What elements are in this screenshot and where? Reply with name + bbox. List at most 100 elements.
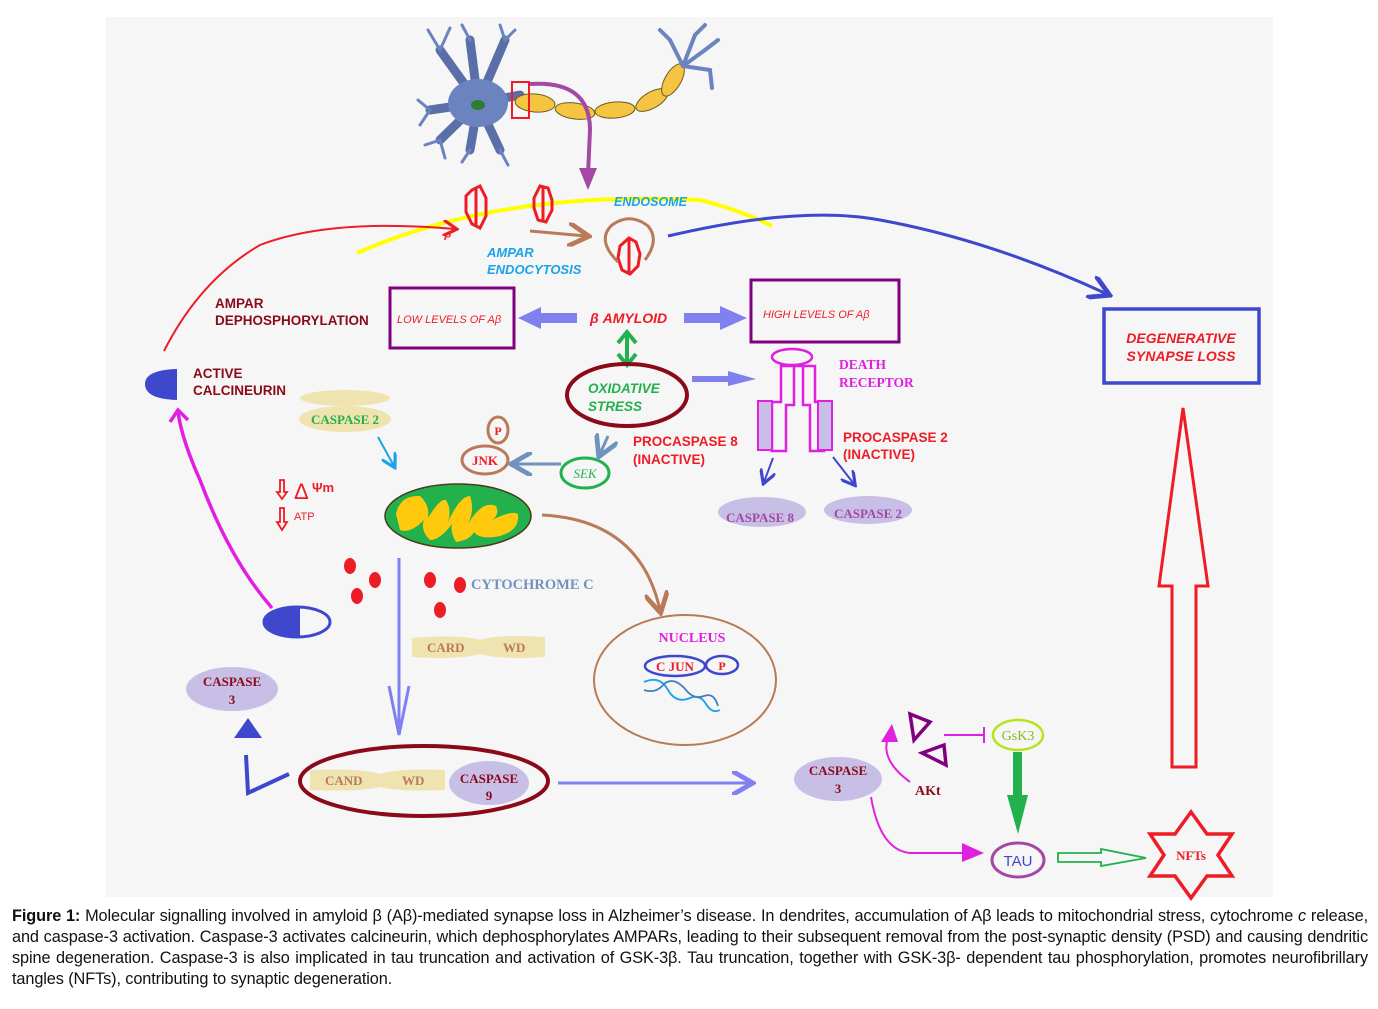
gsk3-ellipse xyxy=(991,718,1045,752)
caption-italic-c: c xyxy=(1298,907,1307,925)
degenerative-label-2: SYNAPSE LOSS xyxy=(1127,348,1237,364)
death-receptor-icon xyxy=(757,347,833,453)
to-caspase3-left-arrowhead xyxy=(234,718,262,738)
figure-caption: Figure 1: Molecular signalling involved … xyxy=(12,906,1368,990)
procaspase2-label-1: PROCASPASE 2 xyxy=(843,430,948,445)
to-high-levels-arrow xyxy=(684,306,747,330)
active-calcineurin-label-2: CALCINEURIN xyxy=(193,383,286,398)
high-levels-label: HIGH LEVELS OF Aβ xyxy=(763,309,870,321)
nfts-to-synapse-loss-arrow xyxy=(1157,407,1210,769)
delta-label: Δ xyxy=(294,479,309,504)
card-label: CARD xyxy=(427,640,465,655)
oxidative-to-sek-arrow xyxy=(600,436,608,454)
procaspase2-label-2: (INACTIVE) xyxy=(843,447,915,462)
ampar-receptor-icon xyxy=(464,183,642,276)
wd1-label: WD xyxy=(503,640,525,655)
caspase8-label: CASPASE 8 xyxy=(726,510,795,525)
double-arrow-icon xyxy=(616,328,638,369)
active-calcineurin-label-1: ACTIVE xyxy=(193,366,243,381)
gsk3-label: GsK3 xyxy=(1002,729,1035,744)
caspase2-blob xyxy=(299,406,391,432)
p-circle xyxy=(486,415,510,445)
oxidative-stress-ellipse xyxy=(565,362,689,428)
caspase9-label-1: CASPASE xyxy=(460,771,518,786)
caspase9-blob xyxy=(449,761,529,805)
mitochondrion-icon xyxy=(384,483,532,549)
calcineurin-activation-arrowhead xyxy=(168,407,190,423)
to-caspase8-arrow xyxy=(764,457,773,482)
neuron-icon xyxy=(416,23,720,190)
tau-label: TAU xyxy=(1004,853,1033,870)
caspase3-left-label-1: CASPASE xyxy=(203,674,261,689)
decrease-arrow-icon xyxy=(275,479,289,532)
sek-ellipse xyxy=(559,456,611,490)
caspase2-to-mito-arrow xyxy=(377,436,394,466)
gsk3-to-tau-shaft xyxy=(1013,752,1022,797)
dna-icon xyxy=(643,678,721,713)
to-caspase3-left-arrow xyxy=(244,754,290,797)
endosome-label: ENDOSOME xyxy=(614,195,688,209)
calcineurin-activation-arrow xyxy=(176,411,274,610)
mito-to-nucleus-arrow xyxy=(541,513,660,610)
caspase3-to-tau-arrow xyxy=(870,796,970,854)
p-label: P xyxy=(494,424,501,438)
cytochrome-c-label: CYTOCHROME C xyxy=(471,577,594,593)
degenerative-box xyxy=(1102,307,1261,385)
nucleus-ellipse xyxy=(593,614,777,746)
dephosphorylation-arrow xyxy=(163,226,455,352)
caspase3-right-label-1: CASPASE xyxy=(809,763,867,778)
cjun-p-label: P xyxy=(718,659,725,673)
nfts-label: NFTs xyxy=(1176,848,1206,863)
caption-text-2: release, and caspase-3 activation. Caspa… xyxy=(12,907,1368,988)
phospho-label: P xyxy=(444,232,451,243)
endosome-vesicle xyxy=(603,217,655,264)
caption-label: Figure 1: xyxy=(12,907,81,925)
tau-ellipse xyxy=(990,841,1046,879)
ampar-dephos-label-2: DEPHOSPHORYLATION xyxy=(215,313,369,328)
caspase2-top-label: CASPASE 2 xyxy=(311,412,379,427)
akt-arrowhead xyxy=(881,724,898,742)
membrane-curve xyxy=(356,196,773,255)
low-levels-label: LOW LEVELS OF Aβ xyxy=(397,314,502,326)
caspase3-right-blob xyxy=(794,757,882,801)
endocytosis-arrow xyxy=(529,231,586,236)
jnk-label: JNK xyxy=(472,453,499,468)
procaspase8-label-2: (INACTIVE) xyxy=(633,452,705,467)
ampar-dephos-label-1: AMPAR xyxy=(215,296,264,311)
oxidative-label-2: STRESS xyxy=(588,399,642,414)
caption-text: Molecular signalling involved in amyloid… xyxy=(80,907,1298,925)
cytochrome-c-dots xyxy=(344,558,466,618)
nfts-star xyxy=(1146,809,1236,901)
akt-to-fragments-arrow xyxy=(885,737,911,783)
caspase3-left-blob xyxy=(186,667,278,711)
mito-to-apoptosome-arrowhead xyxy=(387,685,411,736)
gsk3-to-tau-arrowhead xyxy=(1007,795,1028,834)
cjun-label: C JUN xyxy=(656,659,695,674)
beta-amyloid-label: β AMYLOID xyxy=(589,310,667,326)
diagram-panel xyxy=(106,17,1273,897)
tau-to-nfts-arrow xyxy=(1057,847,1147,868)
oxidative-label-1: OXIDATIVE xyxy=(588,381,661,396)
cand-wd-blob xyxy=(310,769,445,791)
synapse-loss-arrow xyxy=(667,213,1107,294)
nucleus-label: NUCLEUS xyxy=(659,631,726,646)
card-wd-blob xyxy=(412,636,545,658)
ampar-endocytosis-label-1: AMPAR xyxy=(486,245,534,260)
wd2-label: WD xyxy=(402,773,424,788)
death-receptor-label-1: DEATH xyxy=(839,357,887,372)
caspase3-left-label-2: 3 xyxy=(229,692,236,707)
akt-fragments-icon xyxy=(907,711,949,768)
caspase8-blob xyxy=(718,497,806,527)
to-death-receptor-arrow xyxy=(692,371,756,386)
high-levels-box xyxy=(749,278,901,344)
psi-m-label: Ψm xyxy=(312,480,334,495)
to-caspase2-arrow xyxy=(832,456,854,484)
akt-label: AKt xyxy=(915,784,941,799)
procaspase8-label-1: PROCASPASE 8 xyxy=(633,434,738,449)
to-low-levels-arrow xyxy=(518,307,577,329)
active-calcineurin-icon xyxy=(145,369,177,400)
low-levels-box xyxy=(388,286,516,350)
caspase2-blob-top xyxy=(300,390,390,406)
death-receptor-label-2: RECEPTOR xyxy=(839,375,914,390)
